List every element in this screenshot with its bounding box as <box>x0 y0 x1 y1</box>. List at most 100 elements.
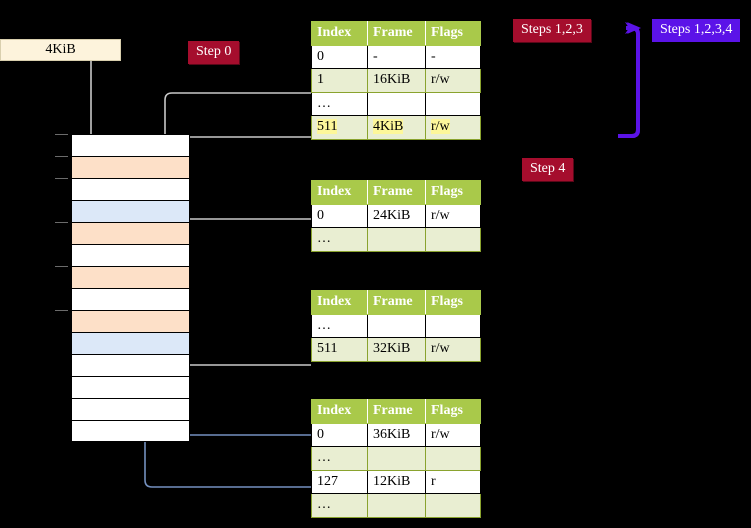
table-cell: … <box>311 91 368 116</box>
ellipsis-marker: … <box>317 95 332 111</box>
table-cell: 4KiB <box>367 115 426 140</box>
column-header-frame: Frame <box>367 399 426 424</box>
memory-frame-row <box>71 376 190 398</box>
memory-tick-mark <box>55 266 68 267</box>
table-row: … <box>311 91 481 116</box>
memory-size-label-4kib: 4KiB <box>0 39 121 61</box>
column-header-flags: Flags <box>425 180 481 205</box>
highlighted-value: 511 <box>317 119 338 134</box>
column-header-frame: Frame <box>367 21 426 46</box>
memory-frame-row <box>71 134 190 156</box>
kib-box-text: 4KiB <box>45 42 76 57</box>
table-row: … <box>311 493 481 518</box>
table-cell: 1 <box>311 68 368 93</box>
memory-frame-row <box>71 266 190 288</box>
memory-tick-mark <box>55 310 68 311</box>
memory-frame-row <box>71 288 190 310</box>
memory-frame-row <box>71 244 190 266</box>
column-header-index: Index <box>311 399 368 424</box>
arrow-table2-24kib <box>174 218 311 260</box>
table-cell <box>367 227 426 252</box>
memory-frame-row <box>71 222 190 244</box>
table-cell: 16KiB <box>367 68 426 93</box>
table-cell: 36KiB <box>367 422 426 447</box>
memory-frame-row <box>71 398 190 420</box>
bracket-steps-1234-arrow <box>618 22 641 138</box>
ellipsis-marker: … <box>317 450 332 465</box>
physical-memory-column <box>71 134 190 442</box>
table-cell: - <box>367 44 426 69</box>
badge-step-0: Step 0 <box>188 41 240 64</box>
table-cell <box>367 493 426 518</box>
column-header-frame: Frame <box>367 290 426 315</box>
table-cell <box>425 493 481 518</box>
table-cell: 511 <box>311 337 368 362</box>
column-header-index: Index <box>311 21 368 46</box>
badge-steps-1234: Steps 1,2,3,4 <box>652 19 741 42</box>
table-cell: 511 <box>311 115 368 140</box>
memory-frame-row <box>71 310 190 332</box>
table-cell: … <box>311 493 368 518</box>
memory-tick-mark <box>55 134 68 135</box>
column-header-flags: Flags <box>425 21 481 46</box>
table-cell: r/w <box>425 203 481 228</box>
memory-tick-mark <box>55 156 68 157</box>
memory-frame-row <box>71 420 190 442</box>
table-cell <box>367 446 426 471</box>
column-header-index: Index <box>311 290 368 315</box>
table-cell <box>367 313 426 338</box>
arrow-table3-32kib <box>168 312 311 366</box>
column-header-index: Index <box>311 180 368 205</box>
ellipsis-marker: … <box>317 317 332 333</box>
table-cell: 127 <box>311 469 368 494</box>
table-cell: r/w <box>425 68 481 93</box>
memory-frame-row <box>71 156 190 178</box>
ellipsis-marker: … <box>317 231 332 246</box>
table-cell: r/w <box>425 422 481 447</box>
table-row: … <box>311 313 481 338</box>
memory-tick-mark <box>55 178 68 179</box>
memory-tick-mark <box>55 222 68 223</box>
table-cell <box>425 227 481 252</box>
badge-steps-123: Steps 1,2,3 <box>513 19 591 42</box>
table-cell <box>425 313 481 338</box>
bracket-steps-1234 <box>618 22 640 138</box>
table-cell: r/w <box>425 337 481 362</box>
memory-frame-row <box>71 200 190 222</box>
table-cell <box>367 91 426 116</box>
column-header-flags: Flags <box>425 290 481 315</box>
table-cell: 32KiB <box>367 337 426 362</box>
memory-frame-row <box>71 332 190 354</box>
arrow-memory-to-table1-511 <box>174 136 311 156</box>
table-cell: 0 <box>311 422 368 447</box>
table-row: … <box>311 227 481 252</box>
table-row: … <box>311 446 481 471</box>
ellipsis-marker: … <box>317 497 332 512</box>
table-cell: … <box>311 313 368 338</box>
table-cell: 0 <box>311 44 368 69</box>
memory-frame-row <box>71 178 190 200</box>
table-cell: … <box>311 227 368 252</box>
highlighted-value: 4KiB <box>373 119 404 134</box>
table-cell: 12KiB <box>367 469 426 494</box>
table-cell: … <box>311 446 368 471</box>
memory-frame-row <box>71 354 190 376</box>
table-cell <box>425 91 481 116</box>
column-header-flags: Flags <box>425 399 481 424</box>
table-cell: 24KiB <box>367 203 426 228</box>
table-cell: - <box>425 44 481 69</box>
column-header-frame: Frame <box>367 180 426 205</box>
table-cell: r <box>425 469 481 494</box>
table-cell: 0 <box>311 203 368 228</box>
table-cell <box>425 446 481 471</box>
